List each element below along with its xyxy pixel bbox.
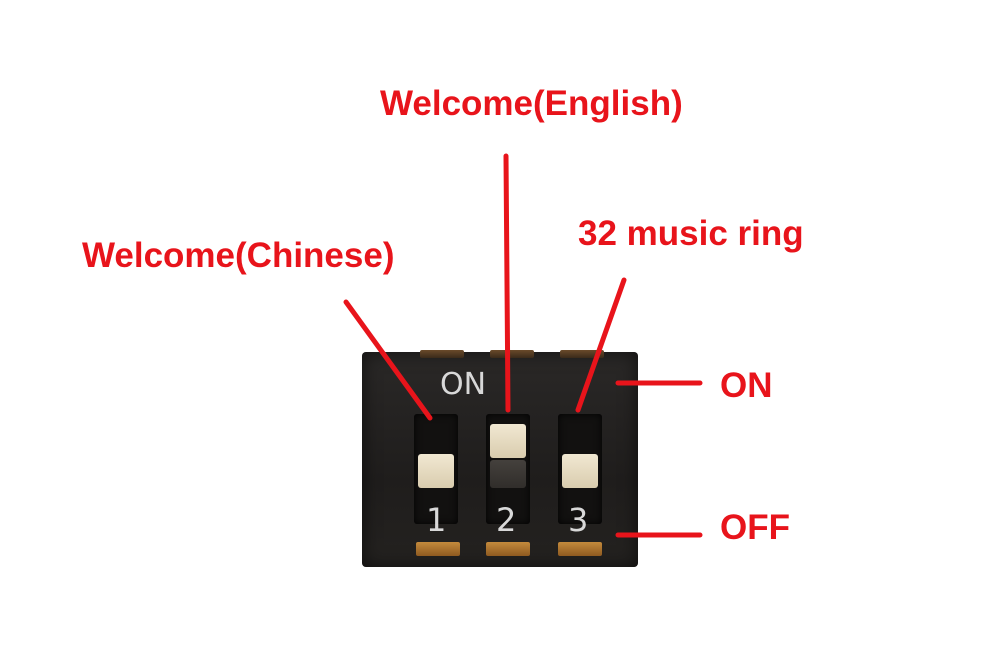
pointer-music (578, 280, 624, 410)
pointer-chinese (346, 302, 430, 418)
pointer-english (506, 156, 508, 410)
